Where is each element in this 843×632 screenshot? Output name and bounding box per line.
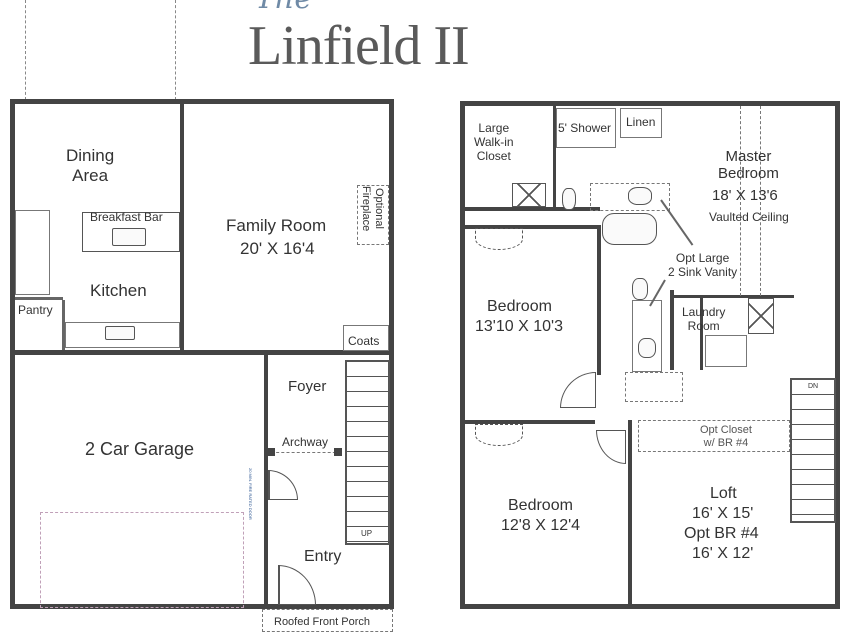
fire-door-label: 20 MIN. FIRE RATED DOOR	[248, 468, 253, 520]
pantry-label: Pantry	[18, 303, 53, 317]
bedroom1-door[interactable]	[560, 372, 596, 408]
vanity-outline	[590, 183, 670, 211]
vanity-arrow-up	[660, 199, 694, 246]
breakfast-bar-label: Breakfast Bar	[90, 210, 163, 224]
front-door[interactable]	[278, 565, 316, 605]
title-prefix: The	[255, 0, 312, 14]
bedroom2-door[interactable]	[596, 430, 626, 464]
loft-label: Loft	[710, 485, 737, 502]
hall-linen-outline	[625, 372, 683, 402]
dashed-projection-right	[175, 0, 176, 100]
entry-label: Entry	[304, 548, 342, 565]
vaulted-ceiling-label: Vaulted Ceiling	[709, 210, 789, 224]
linen-closet	[620, 108, 662, 138]
bedroom1-size: 13'10 X 10'3	[475, 318, 563, 335]
foyer-label: Foyer	[288, 378, 327, 395]
breakfast-bar	[82, 212, 180, 252]
hall-bath-sink-icon	[638, 338, 656, 358]
second-floor-stairs[interactable]	[790, 378, 836, 523]
stairs-down-label: DN	[808, 383, 819, 392]
page-title: Linfield II	[248, 15, 470, 77]
optional-closet-label: Opt Closet w/ BR #4	[700, 424, 752, 449]
front-porch-label: Roofed Front Porch	[274, 616, 370, 628]
loft-size: 16' X 15'	[692, 505, 754, 522]
bedroom-closet-doors[interactable]	[475, 228, 523, 250]
dashed-projection-left	[25, 0, 26, 100]
archway-label: Archway	[282, 435, 329, 449]
coats-label: Coats	[348, 334, 380, 348]
vanity-sink-icon	[628, 187, 652, 205]
master-bedroom-size: 18' X 13'6	[712, 187, 778, 204]
vanity-label: Opt Large 2 Sink Vanity	[668, 251, 738, 279]
master-tub-icon	[602, 213, 657, 245]
kitchen-label: Kitchen	[90, 281, 147, 300]
linen-label: Linen	[626, 115, 656, 129]
archway-post-right-icon	[334, 448, 342, 456]
hall-bath-toilet-icon	[632, 278, 648, 300]
laundry-chase-icon	[748, 298, 774, 334]
washer-dryer-outline	[705, 335, 747, 367]
coats-closet	[343, 325, 389, 351]
bedroom1-label: Bedroom	[487, 298, 552, 315]
shower-label: 5' Shower	[558, 121, 611, 135]
stairs-up-label: UP	[361, 529, 373, 539]
dining-area-label: Dining Area	[66, 146, 115, 185]
kitchen-counter	[65, 322, 180, 348]
family-room-label: Family Room	[226, 216, 327, 235]
archway-post-left-icon	[267, 448, 275, 456]
cooktop-icon	[105, 326, 135, 340]
master-bedroom-label: Master Bedroom	[718, 148, 779, 183]
garage-entry-door[interactable]	[268, 470, 298, 500]
walk-in-closet-label: Large Walk-in Closet	[474, 121, 514, 163]
bedroom2-closet-doors[interactable]	[475, 424, 523, 446]
garage-label: 2 Car Garage	[85, 439, 195, 459]
garage-door-outline	[40, 512, 244, 608]
optional-bedroom4-label: Opt BR #4	[684, 525, 759, 542]
hvac-chase-icon	[512, 183, 546, 207]
fireplace-label: Optional Fireplace	[360, 186, 385, 232]
shower	[556, 108, 616, 148]
optional-closet-outline	[638, 420, 790, 452]
kitchen-sink-icon	[112, 228, 146, 246]
kitchen-side-counter	[15, 210, 50, 295]
toilet-icon	[562, 188, 576, 210]
fireplace-outline	[357, 185, 389, 245]
bedroom2-size: 12'8 X 12'4	[501, 517, 581, 534]
family-room-size: 20' X 16'4	[240, 239, 315, 258]
hall-bath-vanity	[632, 300, 662, 372]
optional-bedroom4-size: 16' X 12'	[692, 545, 754, 562]
bedroom2-label: Bedroom	[508, 497, 573, 514]
first-floor-stairs[interactable]	[345, 360, 390, 545]
laundry-room-label: Laundry Room	[682, 305, 726, 333]
